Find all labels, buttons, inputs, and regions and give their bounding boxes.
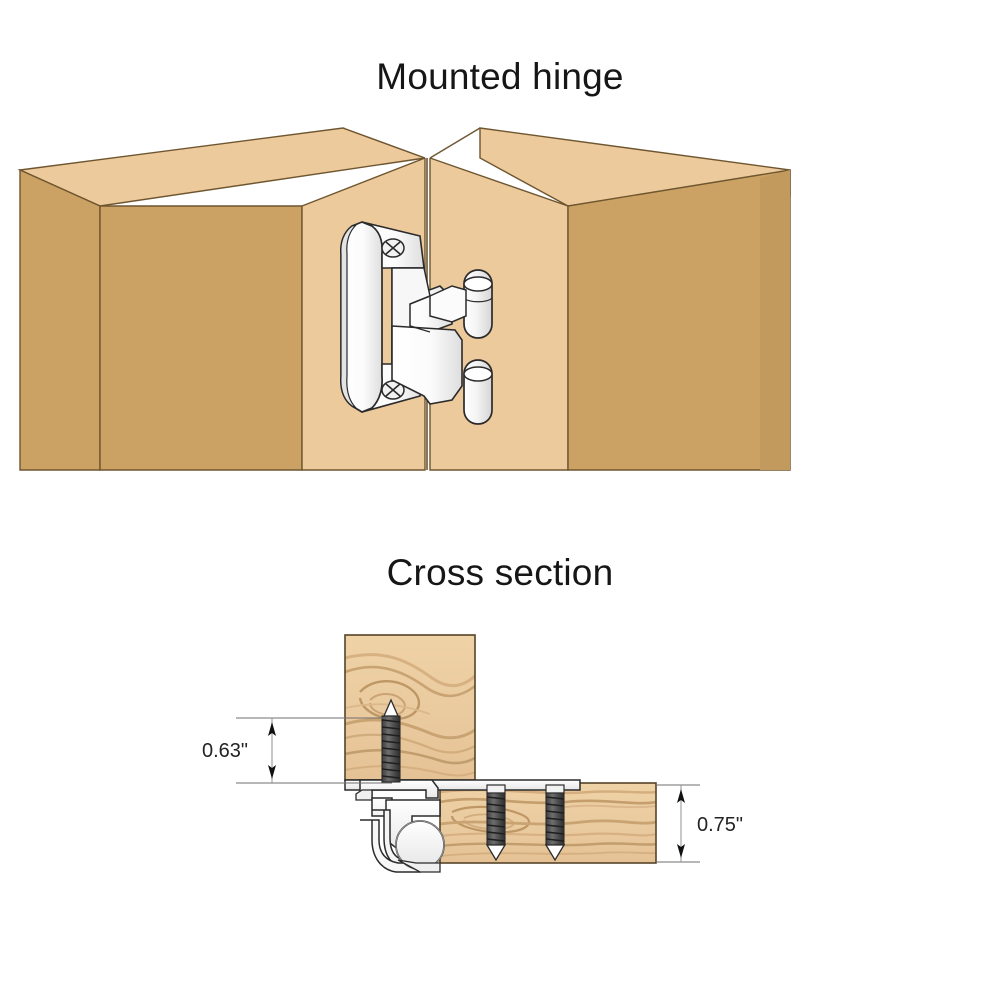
dimension-0-63-label: 0.63" — [202, 740, 248, 762]
screw-vertical — [381, 698, 401, 783]
hinge-body-section — [344, 779, 581, 873]
cabinet-side-panel-right — [479, 127, 791, 471]
dimension-0-75-label: 0.75" — [697, 814, 743, 836]
mounted-hinge-figure — [0, 118, 1000, 478]
screw-lower-right — [544, 784, 566, 862]
cabinet-side-panel-left — [17, 127, 426, 471]
upper-board — [344, 634, 476, 781]
hinge-barrel-knuckle-upper — [463, 269, 493, 339]
lower-board-grain — [440, 788, 656, 857]
cross-section-figure: 0.63" 0.75" — [0, 620, 1000, 890]
dimension-0-75: 0.75" — [656, 784, 743, 863]
screw-lower-left — [485, 784, 507, 862]
mounted-hinge-title: Mounted hinge — [376, 56, 624, 97]
phillips-screw-top — [381, 238, 405, 258]
cross-section-title: Cross section — [386, 552, 614, 593]
upper-board-grain — [345, 653, 475, 777]
hinge-barrel-knuckle-lower — [463, 359, 493, 425]
lower-board — [439, 782, 657, 864]
hinge-link-arm — [429, 285, 467, 323]
hinge-assembly — [340, 221, 493, 425]
dimension-0-63: 0.63" — [202, 717, 392, 784]
